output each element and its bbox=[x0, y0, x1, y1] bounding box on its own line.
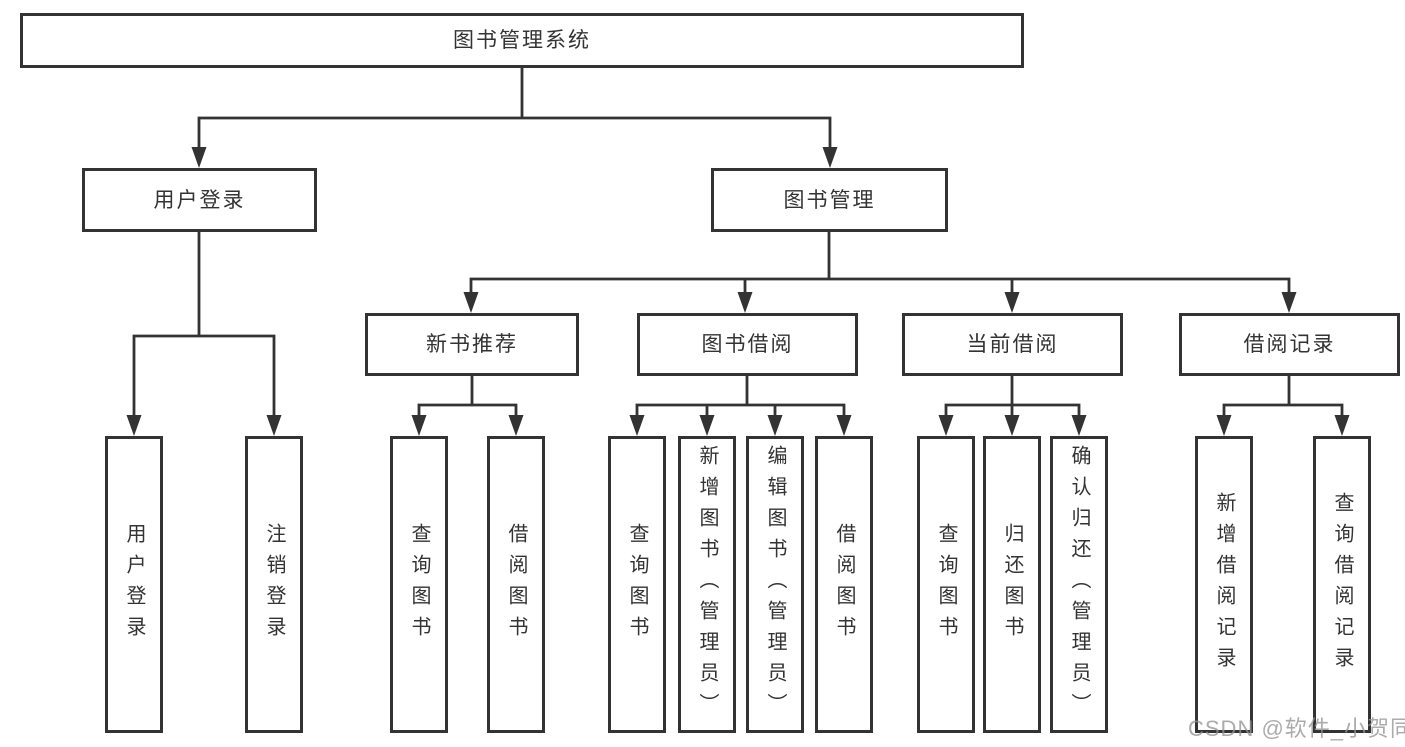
arrowheads-level2-icon bbox=[463, 292, 1297, 313]
arrowheads-recommend-leaves-icon bbox=[411, 415, 524, 436]
node-new-book-recommend-label: 新书推荐 bbox=[426, 333, 518, 356]
connector-book-borrowing-children bbox=[635, 373, 846, 418]
connector-new-book-recommend-children bbox=[417, 373, 518, 418]
node-user-login-label: 用户登录 bbox=[153, 188, 246, 212]
node-leaf-borrow-edit-books: 编辑图书（管理员） bbox=[746, 436, 804, 733]
arrowheads-borrowing-leaves-icon bbox=[629, 415, 852, 436]
arrowheads-level1-icon bbox=[191, 147, 838, 168]
node-leaf-recommend-query-books: 查询图书 bbox=[390, 436, 448, 733]
node-leaf-borrow-borrow-books: 借阅图书 bbox=[815, 436, 873, 733]
node-leaf-recommend-query-books-label: 查询图书 bbox=[408, 522, 430, 647]
node-leaf-recommend-borrow-books-label: 借阅图书 bbox=[505, 522, 527, 647]
node-leaf-borrow-query-books-label: 查询图书 bbox=[626, 522, 648, 647]
node-book-management: 图书管理 bbox=[711, 168, 948, 232]
node-leaf-borrow-add-books-label: 新增图书（管理员） bbox=[696, 445, 718, 724]
node-library-system-label: 图书管理系统 bbox=[453, 29, 591, 52]
node-leaf-borrow-edit-books-label: 编辑图书（管理员） bbox=[764, 445, 786, 724]
node-leaf-current-confirm-return-label: 确认归还（管理员） bbox=[1068, 445, 1090, 724]
node-new-book-recommend: 新书推荐 bbox=[365, 313, 579, 376]
node-leaf-current-query-books: 查询图书 bbox=[917, 436, 975, 733]
arrowhead-icons bbox=[126, 147, 1350, 436]
node-leaf-current-return-books-label: 归还图书 bbox=[1001, 522, 1023, 647]
connector-user-login-children bbox=[132, 230, 276, 418]
node-book-management-label: 图书管理 bbox=[783, 188, 876, 212]
node-user-login: 用户登录 bbox=[82, 168, 317, 232]
node-leaf-logout-label: 注销登录 bbox=[263, 522, 285, 647]
node-leaf-borrow-borrow-books-label: 借阅图书 bbox=[833, 522, 855, 647]
node-leaf-current-confirm-return: 确认归还（管理员） bbox=[1050, 436, 1108, 733]
connector-book-management-children bbox=[469, 230, 1291, 295]
csdn-watermark: CSDN @软件_小贺同学 bbox=[1188, 716, 1405, 741]
node-current-borrowing: 当前借阅 bbox=[902, 313, 1123, 376]
connector-current-borrowing-children bbox=[944, 373, 1081, 418]
node-leaf-records-query-record-label: 查询借阅记录 bbox=[1331, 491, 1353, 678]
node-leaf-current-query-books-label: 查询图书 bbox=[935, 522, 957, 647]
node-book-borrowing-label: 图书借阅 bbox=[701, 333, 794, 356]
node-leaf-records-add-record-label: 新增借阅记录 bbox=[1213, 491, 1235, 678]
connector-lines bbox=[132, 66, 1344, 418]
connector-root-to-level1 bbox=[197, 66, 832, 150]
node-leaf-records-query-record: 查询借阅记录 bbox=[1313, 436, 1371, 733]
arrowheads-user-login-leaves-icon bbox=[126, 415, 282, 436]
node-borrowing-records: 借阅记录 bbox=[1179, 313, 1400, 376]
node-leaf-user-login: 用户登录 bbox=[105, 436, 163, 733]
connector-borrowing-records-children bbox=[1222, 373, 1344, 418]
arrowheads-records-leaves-icon bbox=[1216, 415, 1350, 436]
node-leaf-borrow-query-books: 查询图书 bbox=[608, 436, 666, 733]
node-library-system: 图书管理系统 bbox=[20, 13, 1024, 68]
node-borrowing-records-label: 借阅记录 bbox=[1243, 333, 1336, 356]
node-book-borrowing: 图书借阅 bbox=[637, 313, 858, 376]
node-leaf-recommend-borrow-books: 借阅图书 bbox=[487, 436, 545, 733]
node-leaf-user-login-label: 用户登录 bbox=[123, 522, 145, 647]
node-leaf-records-add-record: 新增借阅记录 bbox=[1195, 436, 1253, 733]
node-leaf-borrow-add-books: 新增图书（管理员） bbox=[678, 436, 736, 733]
arrowheads-current-leaves-icon bbox=[938, 415, 1087, 436]
node-current-borrowing-label: 当前借阅 bbox=[966, 333, 1059, 356]
node-leaf-logout: 注销登录 bbox=[245, 436, 303, 733]
node-leaf-current-return-books: 归还图书 bbox=[983, 436, 1041, 733]
